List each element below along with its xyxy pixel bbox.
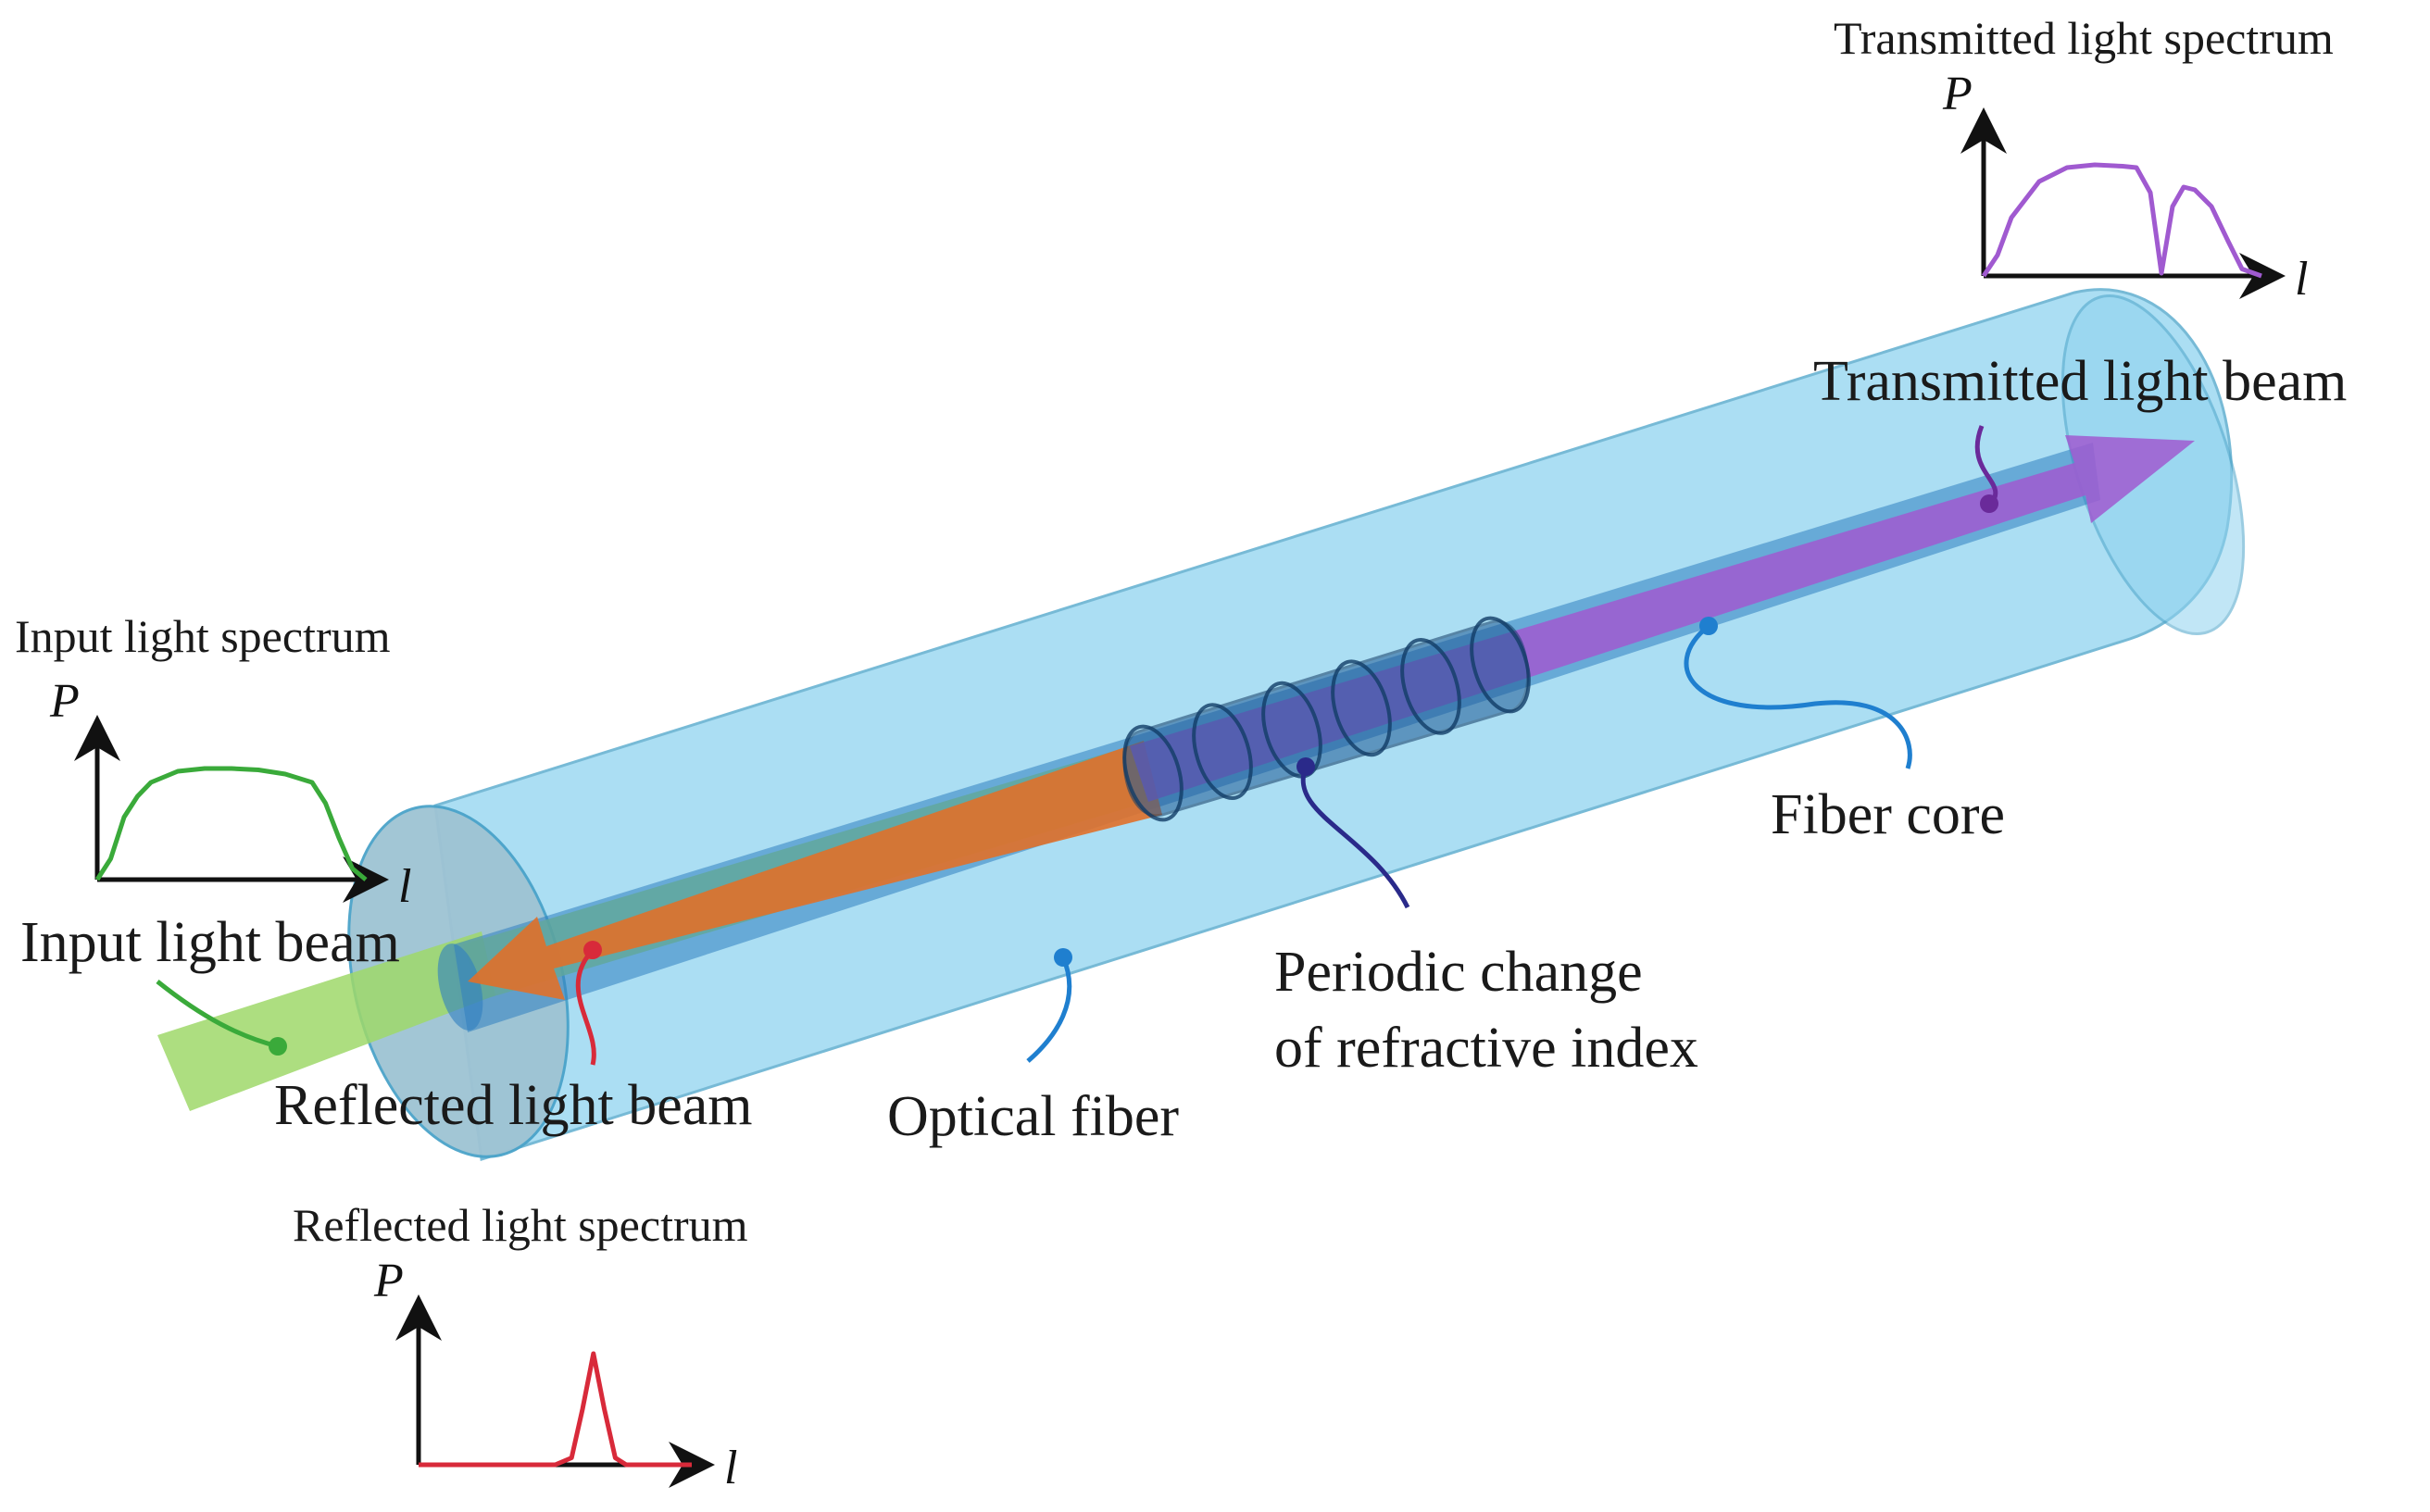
reflected-spectrum-plot: Reflected light spectrum P l [293,1199,748,1494]
transmitted-spectrum-title: Transmitted light spectrum [1834,12,2334,64]
input-beam-dot [269,1037,287,1056]
input-spectrum-l-label: l [398,860,411,913]
transmitted-spectrum-curve [1981,162,2262,279]
periodic-change-label-2: of refractive index [1274,1017,1698,1080]
input-spectrum-p-label: P [49,675,80,728]
optical-fiber-dot [1054,948,1072,967]
grating-ring [1122,724,1184,822]
reflected-spectrum-p-label: P [373,1255,404,1307]
transmitted-beam-label: Transmitted light beam [1813,350,2347,413]
grating-ring [1331,659,1392,757]
reflected-beam-dot [583,941,602,959]
input-spectrum-title: Input light spectrum [15,610,391,662]
reflected-beam-label: Reflected light beam [274,1074,752,1137]
input-spectrum-plot: Input light spectrum P l [15,610,411,913]
input-beam-leader [156,980,279,1049]
reflected-beam [468,741,1162,1000]
transmitted-beam-dot [1980,494,1998,513]
optical-fiber-leader [1026,956,1072,1063]
periodic-change-dot [1296,757,1315,776]
input-beam-outside [157,931,495,1111]
grating-ring [1470,616,1531,714]
reflected-spectrum-title: Reflected light spectrum [293,1199,748,1251]
input-beam-label: Input light beam [20,911,400,974]
reflected-spectrum-l-label: l [724,1442,737,1494]
transmitted-spectrum-plot: Transmitted light spectrum P l [1834,12,2334,306]
periodic-change-label-1: Periodic change [1274,941,1643,1004]
fiber-core-label: Fiber core [1771,783,2005,846]
optical-fiber-label: Optical fiber [887,1085,1179,1148]
grating-section [1122,616,1531,822]
fiber-core-end [437,943,483,1031]
input-spectrum-curve [94,766,368,881]
fiber-core-dot [1699,617,1718,635]
periodic-change-leader [1300,766,1410,909]
transmitted-spectrum-p-label: P [1942,68,1973,120]
transmitted-spectrum-l-label: l [2295,253,2308,306]
grating-ring [1192,703,1253,800]
grating-ring [1400,638,1461,735]
fiber-core-leader [1684,624,1912,769]
reflected-beam-leader [575,948,596,1066]
reflected-spectrum-curve [419,1351,692,1468]
